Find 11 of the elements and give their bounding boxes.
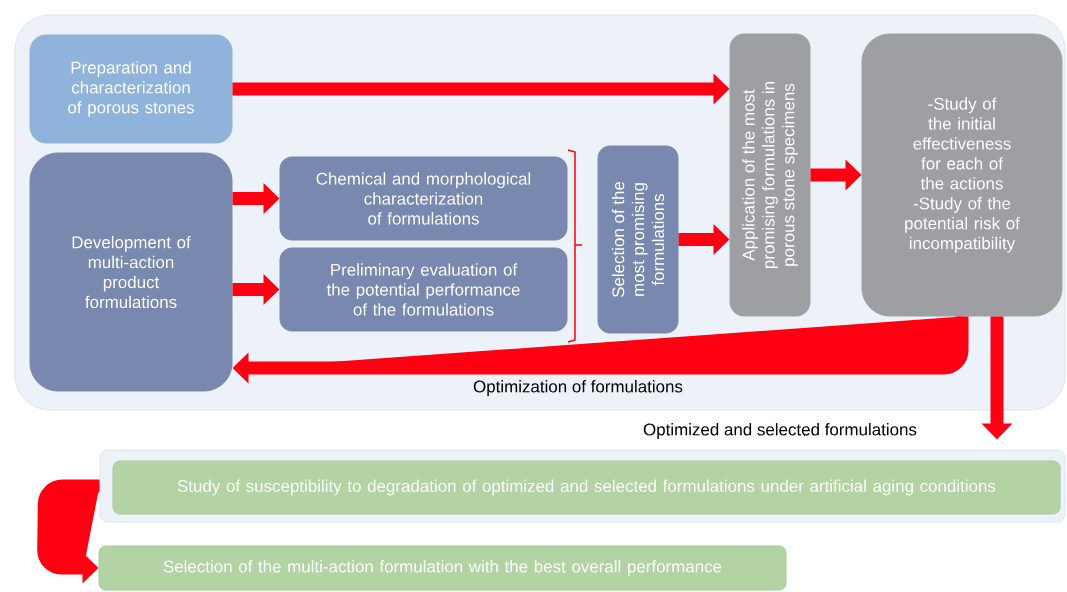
process-box: -Study of the initial effectiveness for each of the actions -Study of the potential risk of incompatibility	[861, 33, 1063, 317]
process-box: Application of the most promising formulations in porous stone specimens	[729, 33, 811, 317]
process-box: Chemical and morphological characterization of formulations	[279, 156, 568, 241]
edge-label: Optimized and selected formulations	[641, 421, 919, 441]
process-box: Preliminary evaluation of the potential performance of the formulations	[279, 247, 568, 332]
process-box: Preparation and characterization of porous stones	[29, 34, 233, 144]
process-box: Selection of the multi-action formulation with the best overall performance	[98, 545, 787, 591]
process-box: Selection of the most promising formulations	[597, 145, 679, 334]
process-box: Study of susceptibility to degradation of optimized and selected formulations under artificial aging conditions	[112, 460, 1061, 515]
process-box: Development of multi-action product formulations	[29, 152, 233, 392]
edge-label: Optimization of formulations	[471, 378, 685, 398]
